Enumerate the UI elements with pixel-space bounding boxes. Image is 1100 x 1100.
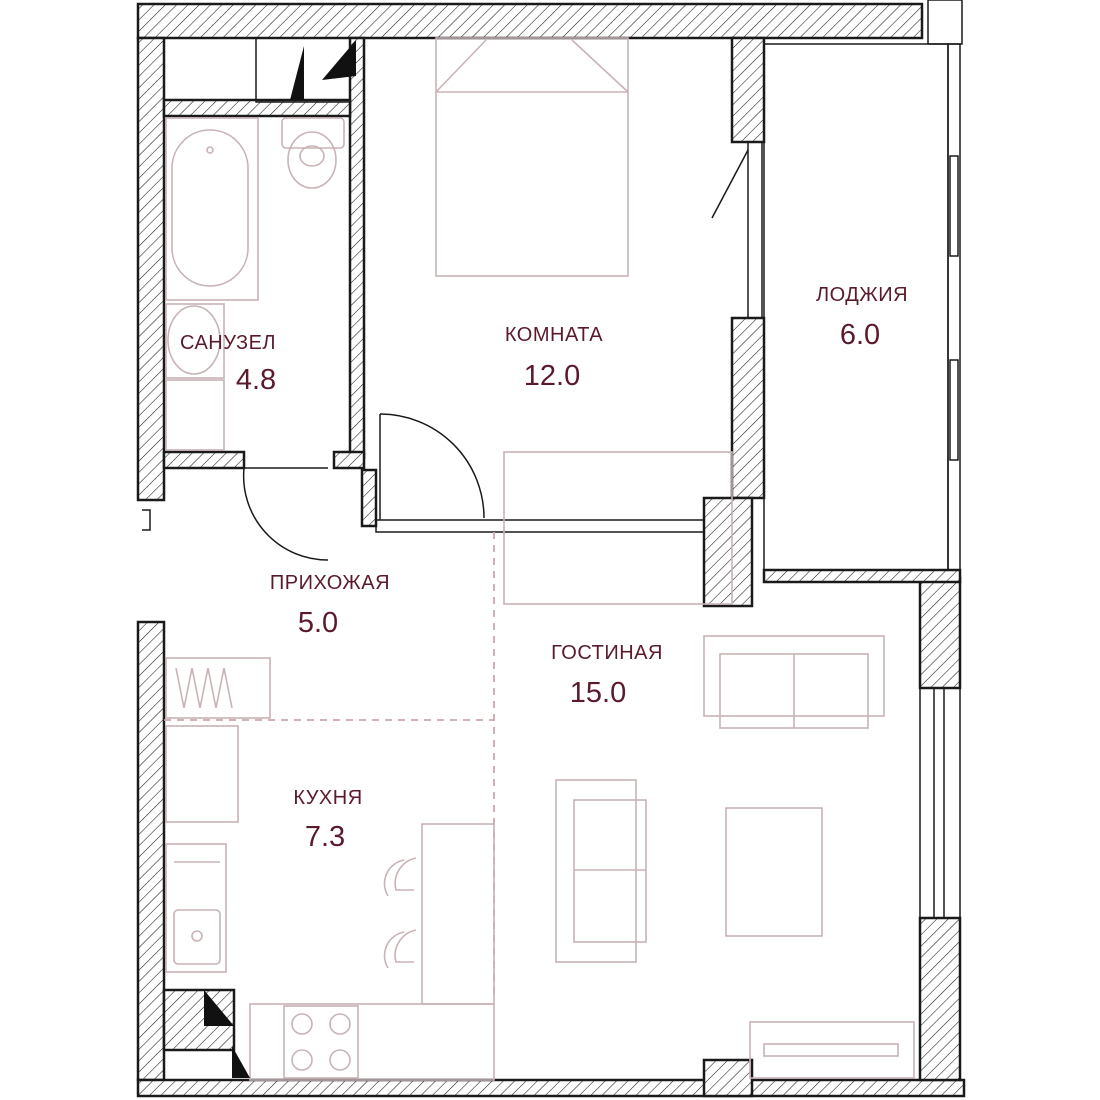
chair-icon — [383, 857, 417, 969]
bed-icon — [435, 37, 629, 277]
room-name-bathroom: САНУЗЕЛ — [180, 332, 276, 354]
room-area-living: 15.0 — [570, 677, 626, 709]
room-area-loggia: 6.0 — [840, 319, 880, 351]
outer-walls — [136, 2, 966, 1098]
washbasin-icon — [165, 303, 225, 451]
door-swing-icon — [142, 413, 485, 561]
bathroom-shafts — [255, 37, 356, 103]
bathtub-icon — [165, 117, 259, 301]
room-area-hallway: 5.0 — [298, 607, 338, 639]
room-area-room: 12.0 — [524, 360, 580, 392]
room-labels: САНУЗЕЛ 4.8 КОМНАТА 12.0 ЛОДЖИЯ 6.0 ПРИХ… — [180, 284, 908, 853]
room-name-kitchen: КУХНЯ — [293, 787, 362, 809]
room-area-bathroom: 4.8 — [236, 364, 276, 396]
room-area-kitchen: 7.3 — [305, 821, 345, 853]
loggia-frame — [763, 0, 963, 571]
room-name-loggia: ЛОДЖИЯ — [816, 284, 908, 306]
room-name-hallway: ПРИХОЖАЯ — [270, 572, 390, 594]
window-icon — [711, 141, 961, 919]
sofa-icon — [503, 451, 733, 963]
interior-walls — [162, 36, 705, 1052]
kitchen-counter — [165, 657, 495, 1081]
stove-icon — [283, 1005, 359, 1079]
room-name-living: ГОСТИНАЯ — [551, 642, 663, 664]
kitchen-sink-icon — [173, 861, 221, 965]
armchair-icon — [703, 635, 885, 729]
toilet-icon — [281, 117, 345, 189]
room-name-room: КОМНАТА — [505, 324, 603, 346]
zone-dividers — [164, 532, 495, 1000]
kitchen-shaft — [204, 990, 250, 1078]
table-icon — [725, 807, 915, 1079]
